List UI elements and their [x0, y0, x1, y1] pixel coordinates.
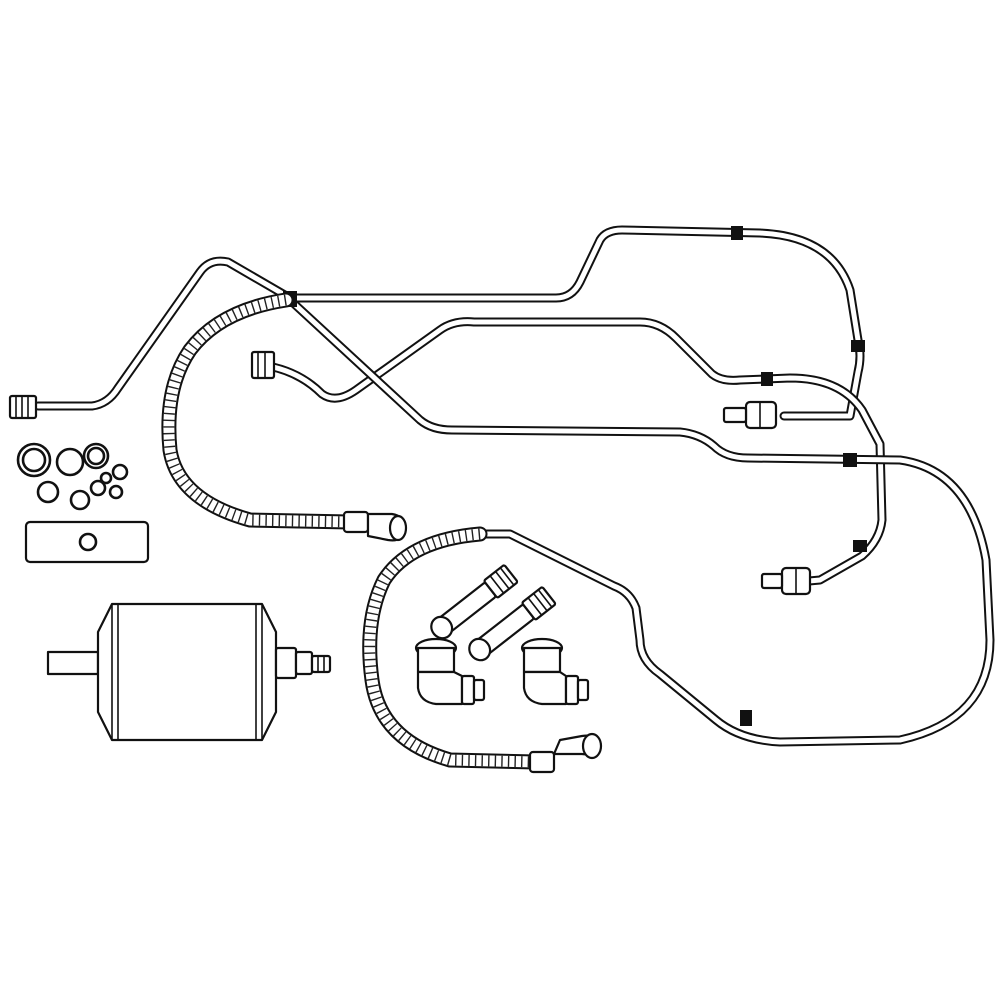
fitting-middle-start [250, 350, 276, 380]
fitting-left-end [8, 394, 38, 420]
o-ring [55, 447, 85, 477]
o-ring [69, 489, 91, 511]
clamp-band [843, 453, 857, 467]
clamp-band [761, 372, 773, 386]
o-ring [89, 479, 107, 497]
o-ring [16, 442, 52, 478]
drier-inlet-stub [46, 650, 100, 676]
o-ring [21, 447, 47, 473]
pressure-line-middle [263, 317, 887, 587]
clamp-band [853, 540, 867, 552]
elbow-fitting [414, 637, 486, 706]
hose-left-end-fitting [342, 510, 408, 542]
hose-center [362, 526, 544, 770]
inline-fitting-upper [722, 400, 778, 430]
o-ring [99, 471, 113, 485]
o-ring [86, 446, 106, 466]
pressure-line-upper [33, 225, 865, 421]
suction-line-lower [283, 291, 995, 747]
mounting-gasket [24, 520, 150, 564]
hose-left [161, 292, 358, 530]
o-ring [108, 484, 124, 500]
receiver-drier [46, 602, 332, 742]
o-ring [36, 480, 60, 504]
hose-center-end-fitting [528, 732, 603, 774]
clamp-band [740, 710, 752, 726]
clamp-band [851, 340, 865, 352]
o-ring [82, 442, 110, 470]
fitting-bolt [430, 564, 519, 640]
o-ring-kit [16, 442, 129, 511]
clamp-band [731, 226, 743, 240]
drier-body [96, 602, 278, 742]
elbow-fitting [520, 637, 590, 706]
inline-fitting-lower [760, 566, 812, 596]
fitting-bolt [468, 586, 557, 662]
drier-outlet-nut [274, 646, 298, 680]
o-ring [111, 463, 129, 481]
